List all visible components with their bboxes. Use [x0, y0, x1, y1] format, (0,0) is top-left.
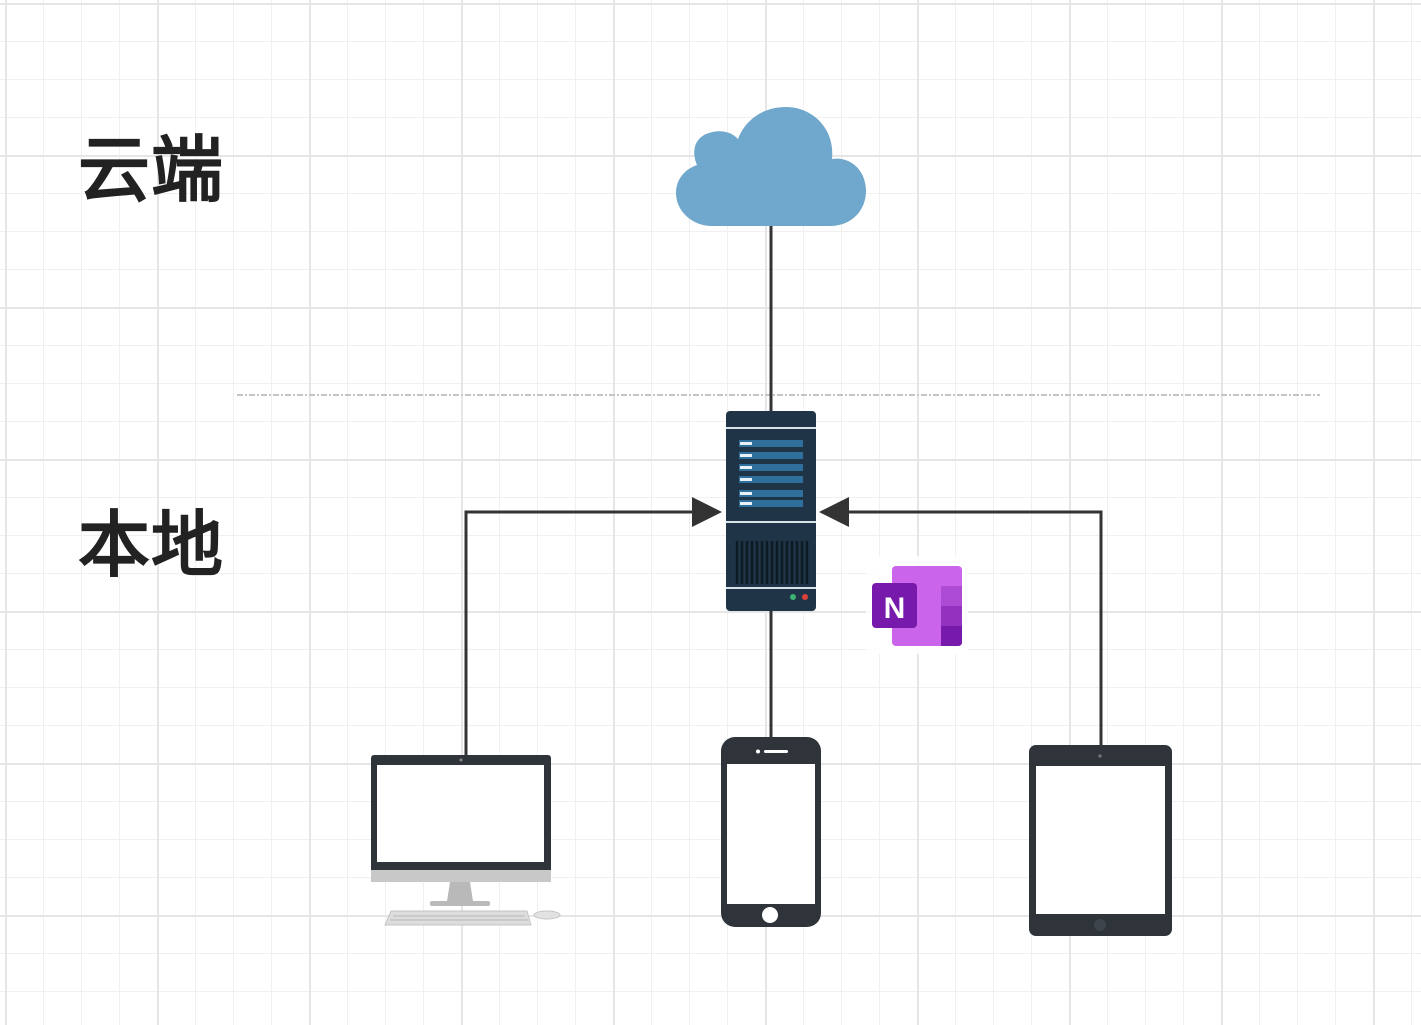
desktop-computer-icon: [371, 755, 561, 926]
smartphone-icon: [721, 737, 821, 927]
server-icon: [726, 411, 816, 611]
connector-desktop-server: [464, 497, 722, 756]
zone-label-local: 本地: [78, 503, 225, 587]
onenote-letter: N: [884, 592, 906, 625]
onenote-icon: N: [866, 556, 968, 654]
tablet-icon: [1029, 745, 1172, 936]
cloud-icon: [676, 107, 866, 226]
connector-tablet-server: [819, 497, 1103, 747]
zone-label-cloud: 云端: [78, 128, 225, 212]
